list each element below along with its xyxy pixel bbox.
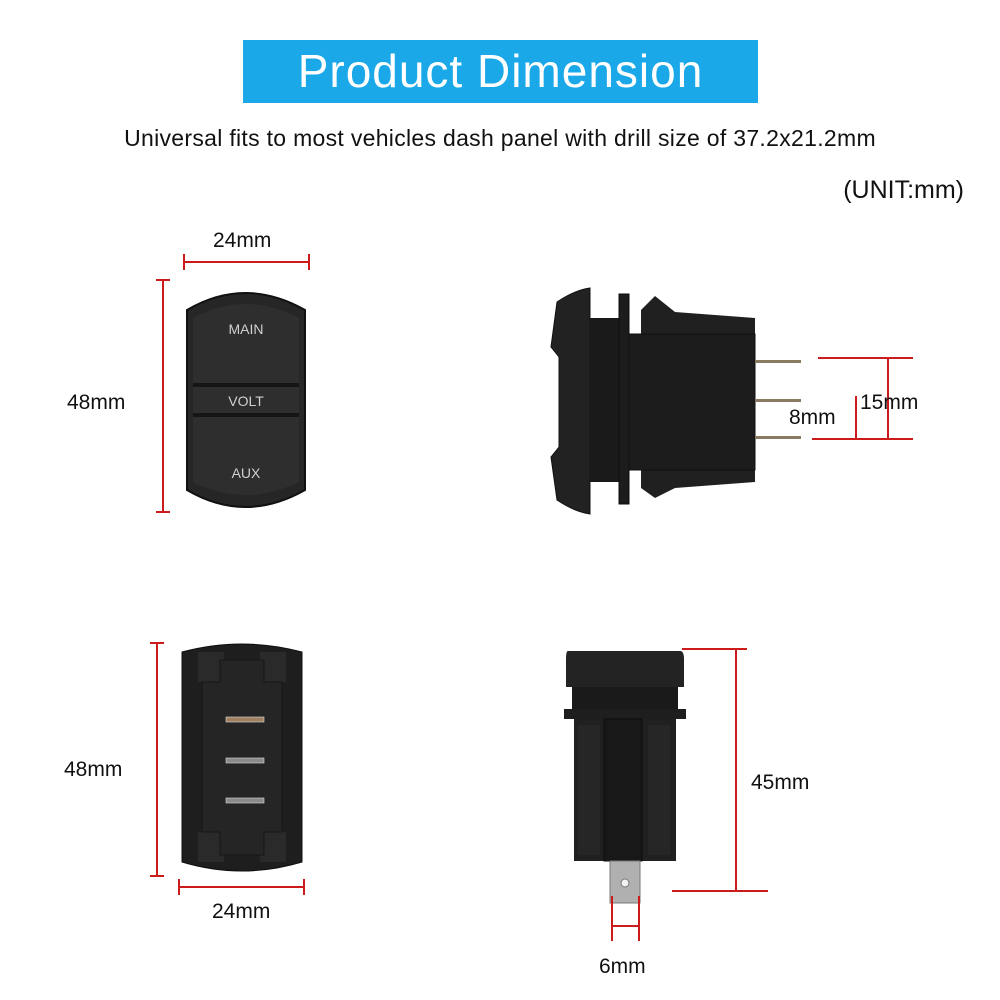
pin-top-line xyxy=(818,357,913,359)
dim-tick xyxy=(150,642,164,644)
pin-bottom-line xyxy=(812,438,913,440)
dim-tick xyxy=(611,896,613,941)
face-label-aux: AUX xyxy=(232,465,261,481)
end-top-line xyxy=(682,648,747,650)
back-width-label: 24mm xyxy=(212,900,271,923)
pin-span-label: 15mm xyxy=(860,391,919,414)
rocker-switch-back xyxy=(181,643,303,872)
dim-tick xyxy=(150,875,164,877)
back-height-line xyxy=(156,643,158,876)
unit-note: (UNIT:mm) xyxy=(843,176,964,204)
rocker-switch-front: MAIN VOLT AUX xyxy=(186,292,306,508)
end-height-label: 45mm xyxy=(751,771,810,794)
back-width-line xyxy=(178,886,304,888)
face-label-main: MAIN xyxy=(229,321,264,337)
end-height-line xyxy=(735,648,737,891)
dim-tick xyxy=(156,511,170,513)
front-height-label: 48mm xyxy=(67,391,126,414)
front-width-line xyxy=(183,261,310,263)
front-width-label: 24mm xyxy=(213,229,272,252)
face-label-volt: VOLT xyxy=(228,393,264,409)
end-bottom-line xyxy=(672,890,768,892)
dim-tick xyxy=(183,254,185,270)
dim-tick xyxy=(156,279,170,281)
title-banner: Product Dimension xyxy=(243,40,758,103)
dim-tick xyxy=(178,879,180,895)
subtitle: Universal fits to most vehicles dash pan… xyxy=(124,125,876,151)
rocker-switch-side xyxy=(550,287,801,515)
terminal-width-line xyxy=(611,925,639,927)
dim-tick xyxy=(638,896,640,941)
front-height-line xyxy=(162,279,164,513)
rocker-switch-end xyxy=(564,651,686,904)
dim-tick xyxy=(303,879,305,895)
pin-pitch-line xyxy=(855,396,857,439)
terminal-width-label: 6mm xyxy=(599,955,646,978)
dim-tick xyxy=(308,254,310,270)
back-height-label: 48mm xyxy=(64,758,123,781)
pin-span-line xyxy=(887,357,889,439)
pin-pitch-label: 8mm xyxy=(789,406,836,429)
